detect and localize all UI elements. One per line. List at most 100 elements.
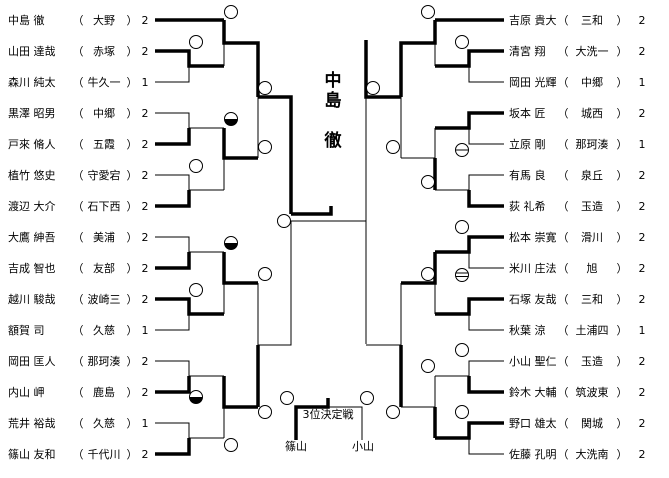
entry-score: 2	[639, 45, 646, 58]
bracket-line	[435, 174, 504, 191]
bracket-winner-line	[222, 20, 260, 97]
entry-club: 美浦	[93, 231, 115, 244]
bracket-winner-line	[435, 111, 504, 130]
entry-club: 城西	[581, 107, 603, 120]
entry-club: 赤塚	[93, 45, 115, 58]
entry-score: 2	[142, 262, 149, 275]
left-entry-row: 大鷹 紳吾（美浦）2	[8, 230, 149, 244]
entry-name: 越川 駿哉	[8, 292, 56, 306]
right-entry-row: 石塚 友哉（三和）2	[509, 292, 646, 306]
paren-open: （	[73, 386, 84, 399]
entry-name: 内山 岬	[8, 385, 45, 399]
entry-score: 2	[639, 262, 646, 275]
third-place-left-name: 篠山	[285, 439, 307, 453]
entry-club: 友部	[93, 261, 115, 275]
paren-open: （	[73, 107, 84, 120]
entry-club: 那珂湊	[576, 137, 609, 151]
entry-score: 2	[142, 231, 149, 244]
entry-club: 三和	[581, 14, 603, 27]
bracket-line	[468, 314, 504, 331]
paren-close: ）	[617, 45, 628, 58]
paren-close: ）	[617, 417, 628, 430]
entry-club: 鹿島	[93, 385, 115, 399]
entry-name: 大鷹 紳吾	[8, 230, 56, 244]
paren-open: （	[558, 200, 569, 213]
bracket-line	[155, 112, 224, 129]
entry-club: 大洗一	[576, 44, 609, 58]
bracket-winner-line	[155, 128, 191, 146]
third-place-right-name: 小山	[352, 440, 374, 453]
entry-club: 大野	[93, 13, 115, 27]
entry-club: 中郷	[93, 106, 115, 120]
entry-name: 額賀 司	[8, 324, 45, 337]
left-entry-row: 吉成 智也（友部）2	[8, 261, 149, 275]
bracket-winner-line	[435, 235, 504, 254]
entry-club: 大洗南	[576, 447, 609, 461]
left-entry-row: 戸來 脩人（五霞）2	[8, 137, 149, 151]
bracket-line	[155, 66, 190, 83]
entry-club: 牛久一	[88, 75, 121, 89]
paren-open: （	[558, 262, 569, 275]
entry-name: 渡辺 大介	[8, 199, 56, 213]
bracket-winner-line	[155, 376, 191, 394]
bracket-winner-line	[294, 398, 330, 440]
entry-score: 2	[142, 200, 149, 213]
entry-club: 土浦四	[576, 324, 609, 337]
paren-close: ）	[127, 262, 138, 275]
left-entry-list: 中島 徹（大野）2山田 達哉（赤塚）2森川 純太（牛久一）1黒澤 昭男（中郷）2…	[8, 13, 149, 461]
entry-name: 石塚 友哉	[509, 292, 557, 306]
bracket-lines	[155, 18, 504, 456]
entry-club: 筑波東	[576, 385, 609, 399]
left-entry-row: 額賀 司（久慈）1	[8, 323, 149, 337]
entry-club: 旭	[587, 261, 598, 275]
bracket-winner-line	[155, 190, 191, 208]
circle-fill	[224, 119, 238, 126]
match-circle	[455, 405, 469, 419]
bracket-line	[155, 422, 224, 439]
paren-open: （	[73, 293, 84, 306]
paren-close: ）	[617, 386, 628, 399]
entry-club: 泉丘	[581, 168, 603, 182]
match-markers	[189, 5, 469, 452]
entry-name: 立原 剛	[509, 137, 546, 151]
entry-name: 吉成 智也	[8, 261, 56, 275]
paren-open: （	[558, 324, 569, 337]
left-entry-row: 越川 駿哉（波崎三）2	[8, 292, 149, 306]
entry-name: 秋葉 涼	[509, 323, 546, 337]
left-entry-row: 森川 純太（牛久一）1	[8, 75, 149, 89]
paren-open: （	[558, 231, 569, 244]
right-entry-row: 吉原 貴大（三和）2	[509, 13, 646, 27]
bracket-line	[435, 360, 504, 377]
left-entry-row: 荒井 裕哉（久慈）1	[8, 416, 149, 430]
entry-score: 2	[142, 45, 149, 58]
paren-close: ）	[617, 355, 628, 368]
right-entry-row: 小山 聖仁（玉造）2	[509, 354, 646, 368]
entry-name: 鈴木 大輔	[509, 385, 557, 399]
left-entry-row: 内山 岬（鹿島）2	[8, 385, 149, 399]
paren-close: ）	[617, 262, 628, 275]
match-circle-lined	[455, 268, 469, 282]
entry-score: 2	[639, 14, 646, 27]
bracket-winner-line	[435, 421, 504, 440]
entry-name: 森川 純太	[8, 75, 56, 89]
entry-club: 守愛宕	[88, 168, 121, 182]
left-entry-row: 中島 徹（大野）2	[8, 13, 149, 27]
match-circle	[189, 283, 203, 297]
paren-close: ）	[617, 107, 628, 120]
match-circle	[455, 35, 469, 49]
paren-close: ）	[617, 293, 628, 306]
entry-score: 2	[639, 231, 646, 244]
match-circle	[224, 438, 238, 452]
match-circle	[455, 220, 469, 234]
entry-score: 1	[142, 324, 149, 337]
right-entry-row: 有馬 良（泉丘）2	[509, 168, 646, 182]
entry-name: 植竹 悠史	[8, 168, 56, 182]
match-circle	[360, 391, 374, 405]
bracket-winner-line	[364, 40, 401, 99]
entry-score: 2	[639, 293, 646, 306]
paren-close: ）	[127, 293, 138, 306]
match-circle	[189, 35, 203, 49]
bracket-line	[328, 406, 363, 440]
bracket-winner-line	[467, 376, 504, 394]
